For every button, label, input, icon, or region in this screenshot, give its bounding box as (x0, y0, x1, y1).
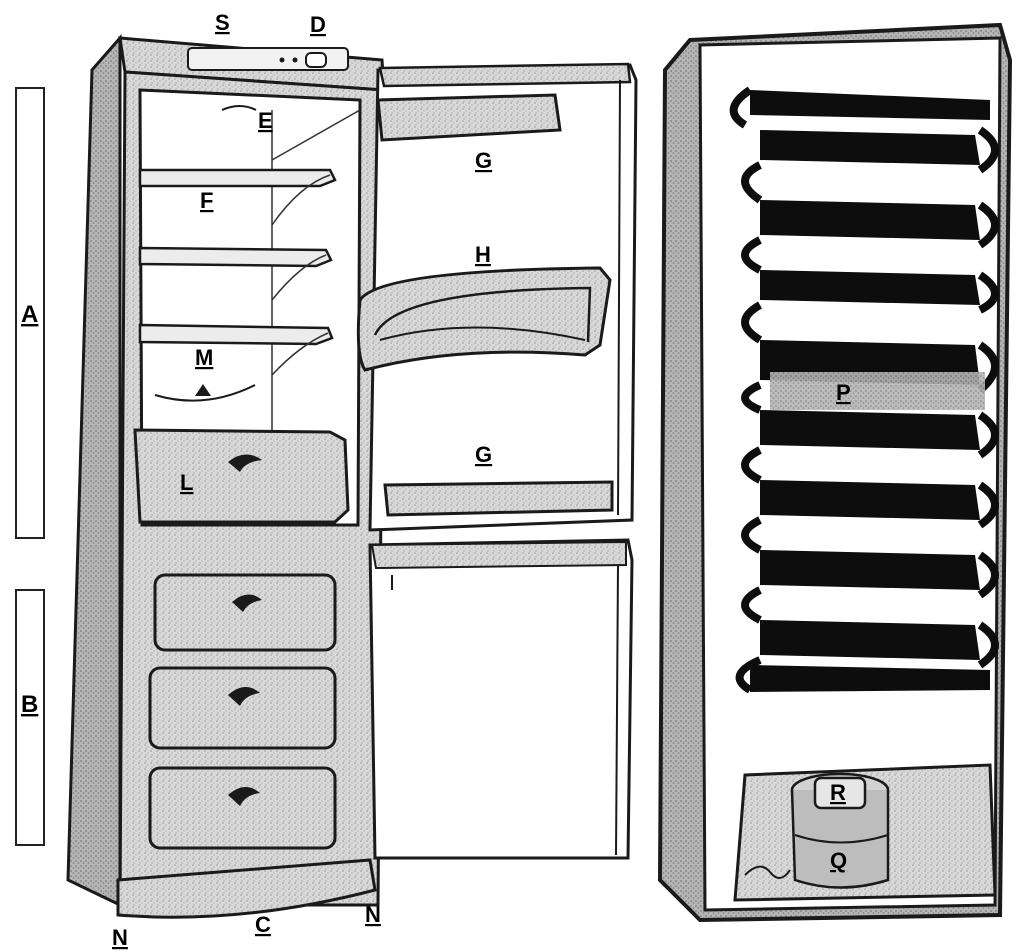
cabinet-left-side (66, 34, 122, 908)
label-r: R (830, 780, 846, 805)
door-balcony (356, 266, 612, 372)
label-f: F (200, 188, 213, 213)
label-h: H (475, 242, 491, 267)
label-e: E (258, 108, 273, 133)
indicator-arrow-icon (195, 384, 211, 396)
starter-relay (813, 776, 867, 810)
shelf (138, 323, 334, 376)
freezer-drawer (148, 766, 337, 850)
interior-light (221, 105, 257, 111)
shelf (138, 246, 333, 301)
label-c: C (255, 912, 271, 937)
door-bin (383, 480, 614, 517)
fridge-compartment (138, 88, 362, 527)
bracket-a (15, 87, 45, 539)
label-l: L (180, 470, 193, 495)
shelf (138, 168, 337, 226)
label-n-left: N (112, 925, 128, 950)
drawer-handle-icon (228, 454, 262, 472)
label-b: B (21, 691, 38, 718)
label-d: D (310, 12, 326, 37)
condenser-coil (729, 86, 999, 694)
label-a: A (21, 301, 38, 328)
label-s: S (215, 10, 230, 35)
label-n-right: N (365, 902, 381, 927)
freezer-drawer (153, 573, 337, 652)
label-p: P (836, 380, 851, 405)
bracket-b (15, 589, 45, 846)
freezer-drawer (148, 666, 337, 750)
plinth (116, 858, 377, 919)
label-g-bottom: G (475, 442, 492, 467)
door-bin (376, 93, 562, 142)
control-light (279, 57, 285, 63)
freezer-door (368, 538, 634, 860)
temperature-indicator (154, 384, 256, 402)
label-q: Q (830, 848, 847, 873)
thermostat-knob-icon (305, 52, 327, 68)
control-light (292, 57, 298, 63)
label-g-top: G (475, 148, 492, 173)
crisper-drawer (133, 428, 350, 524)
label-m: M (195, 345, 213, 370)
rear-panel (698, 36, 1002, 912)
